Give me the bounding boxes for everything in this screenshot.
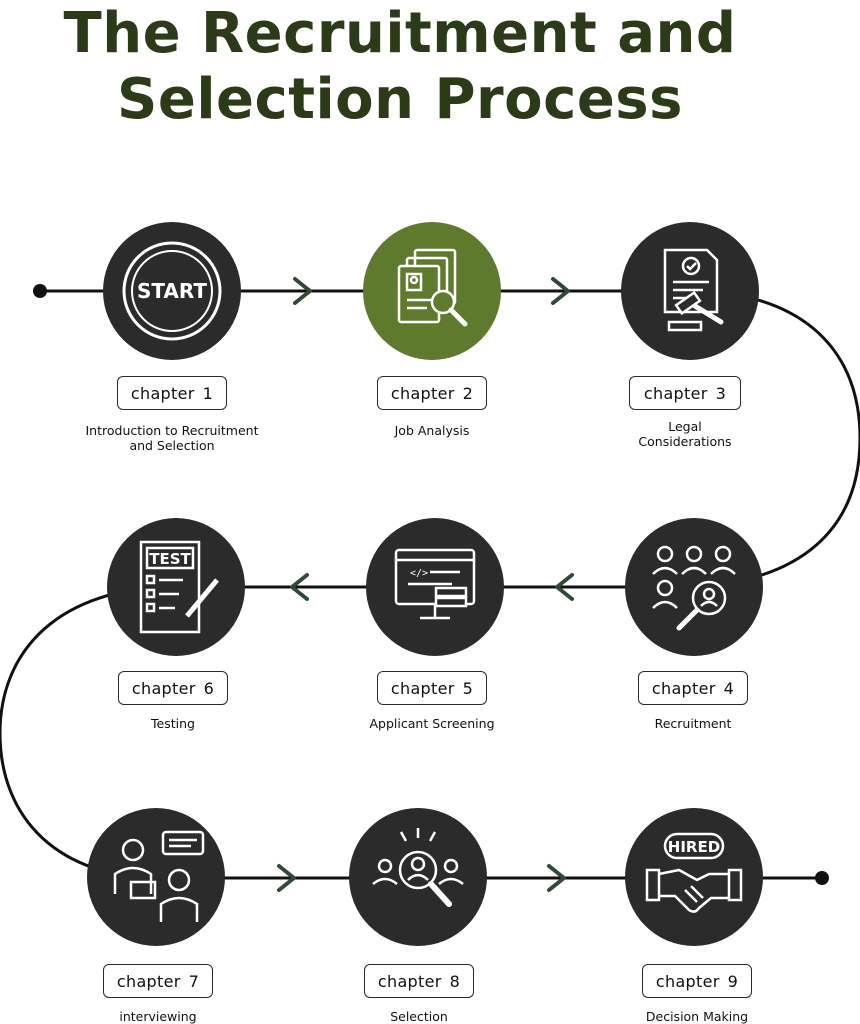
title-line-2: Selection Process <box>117 67 683 132</box>
hired-text: HIRED <box>668 838 720 856</box>
chapter-number: 7 <box>188 971 200 991</box>
step-6-circle: TEST <box>107 518 245 656</box>
step-9-circle: HIRED <box>625 808 763 946</box>
arrow-right-icon <box>551 277 570 305</box>
chapter-word: chapter <box>130 383 195 403</box>
step-label-line: Legal <box>668 419 702 434</box>
step-7-label: interviewing <box>48 1009 268 1024</box>
arrow-right-icon <box>547 864 566 892</box>
chapter-word: chapter <box>131 678 196 698</box>
chapter-word: chapter <box>377 971 442 991</box>
hired-handshake-icon: HIRED <box>645 832 743 913</box>
gavel-document-icon <box>663 248 724 332</box>
step-label-line: interviewing <box>119 1009 197 1024</box>
step-label-line: Selection <box>390 1009 448 1024</box>
title-line-1: The Recruitment and <box>63 1 737 66</box>
chapter-word: chapter <box>655 971 720 991</box>
step-label-line: and Selection <box>129 438 215 453</box>
step-6-label: Testing <box>63 716 283 731</box>
step-5-label: Applicant Screening <box>322 716 542 731</box>
candidate-search-icon <box>372 828 464 907</box>
chapter-word: chapter <box>116 971 181 991</box>
test-text: TEST <box>149 550 191 568</box>
arrow-left-icon <box>555 573 574 601</box>
chapter-number: 8 <box>449 971 461 991</box>
arrow-right-icon <box>293 277 312 305</box>
chapter-2-chip: chapter 2 <box>377 376 487 410</box>
start-text: START <box>137 279 207 303</box>
interview-icon <box>113 830 205 922</box>
start-dot <box>33 284 47 298</box>
chapter-number: 1 <box>202 383 214 403</box>
step-label-line: Introduction to Recruitment <box>85 423 259 438</box>
monitor-code-icon: </> <box>394 548 476 620</box>
chapter-number: 3 <box>715 383 727 403</box>
chapter-word: chapter <box>390 383 455 403</box>
step-8-label: Selection <box>309 1009 529 1024</box>
start-icon: START <box>122 241 222 341</box>
chapter-number: 6 <box>203 678 215 698</box>
step-label-line: Testing <box>151 716 195 731</box>
step-label-line: Job Analysis <box>394 423 470 438</box>
step-2-circle <box>363 222 501 360</box>
chapter-number: 5 <box>462 678 474 698</box>
step-label-line: Decision Making <box>645 1009 749 1024</box>
step-7-circle <box>87 808 225 946</box>
chapter-1-chip: chapter 1 <box>117 376 227 410</box>
svg-text:</>: </> <box>410 568 428 579</box>
step-label-line: Recruitment <box>654 716 732 731</box>
arrow-right-icon <box>277 864 296 892</box>
chapter-5-chip: chapter 5 <box>377 671 487 705</box>
chapter-word: chapter <box>643 383 708 403</box>
chapter-9-chip: chapter 9 <box>642 964 752 998</box>
chapter-4-chip: chapter 4 <box>638 671 748 705</box>
step-3-circle <box>621 222 759 360</box>
step-4-label: Recruitment <box>583 716 803 731</box>
step-label-line: Applicant Screening <box>369 716 495 731</box>
step-8-circle <box>349 808 487 946</box>
chapter-6-chip: chapter 6 <box>118 671 228 705</box>
step-5-circle: </> <box>366 518 504 656</box>
chapter-3-chip: chapter 3 <box>629 376 741 410</box>
chapter-7-chip: chapter 7 <box>103 964 213 998</box>
chapter-8-chip: chapter 8 <box>364 964 474 998</box>
step-4-circle <box>625 518 763 656</box>
people-search-icon <box>652 545 736 631</box>
end-dot <box>815 871 829 885</box>
step-9-label: Decision Making <box>587 1009 807 1024</box>
chapter-number: 9 <box>727 971 739 991</box>
step-label-line: Considerations <box>638 434 732 449</box>
chapter-number: 2 <box>462 383 474 403</box>
chapter-word: chapter <box>390 678 455 698</box>
step-2-label: Job Analysis <box>322 423 542 438</box>
chapter-number: 4 <box>723 678 735 698</box>
test-sheet-icon: TEST <box>139 540 219 634</box>
arrow-left-icon <box>290 573 309 601</box>
step-1-circle: START <box>103 222 241 360</box>
chapter-word: chapter <box>651 678 716 698</box>
document-search-icon <box>397 248 468 327</box>
